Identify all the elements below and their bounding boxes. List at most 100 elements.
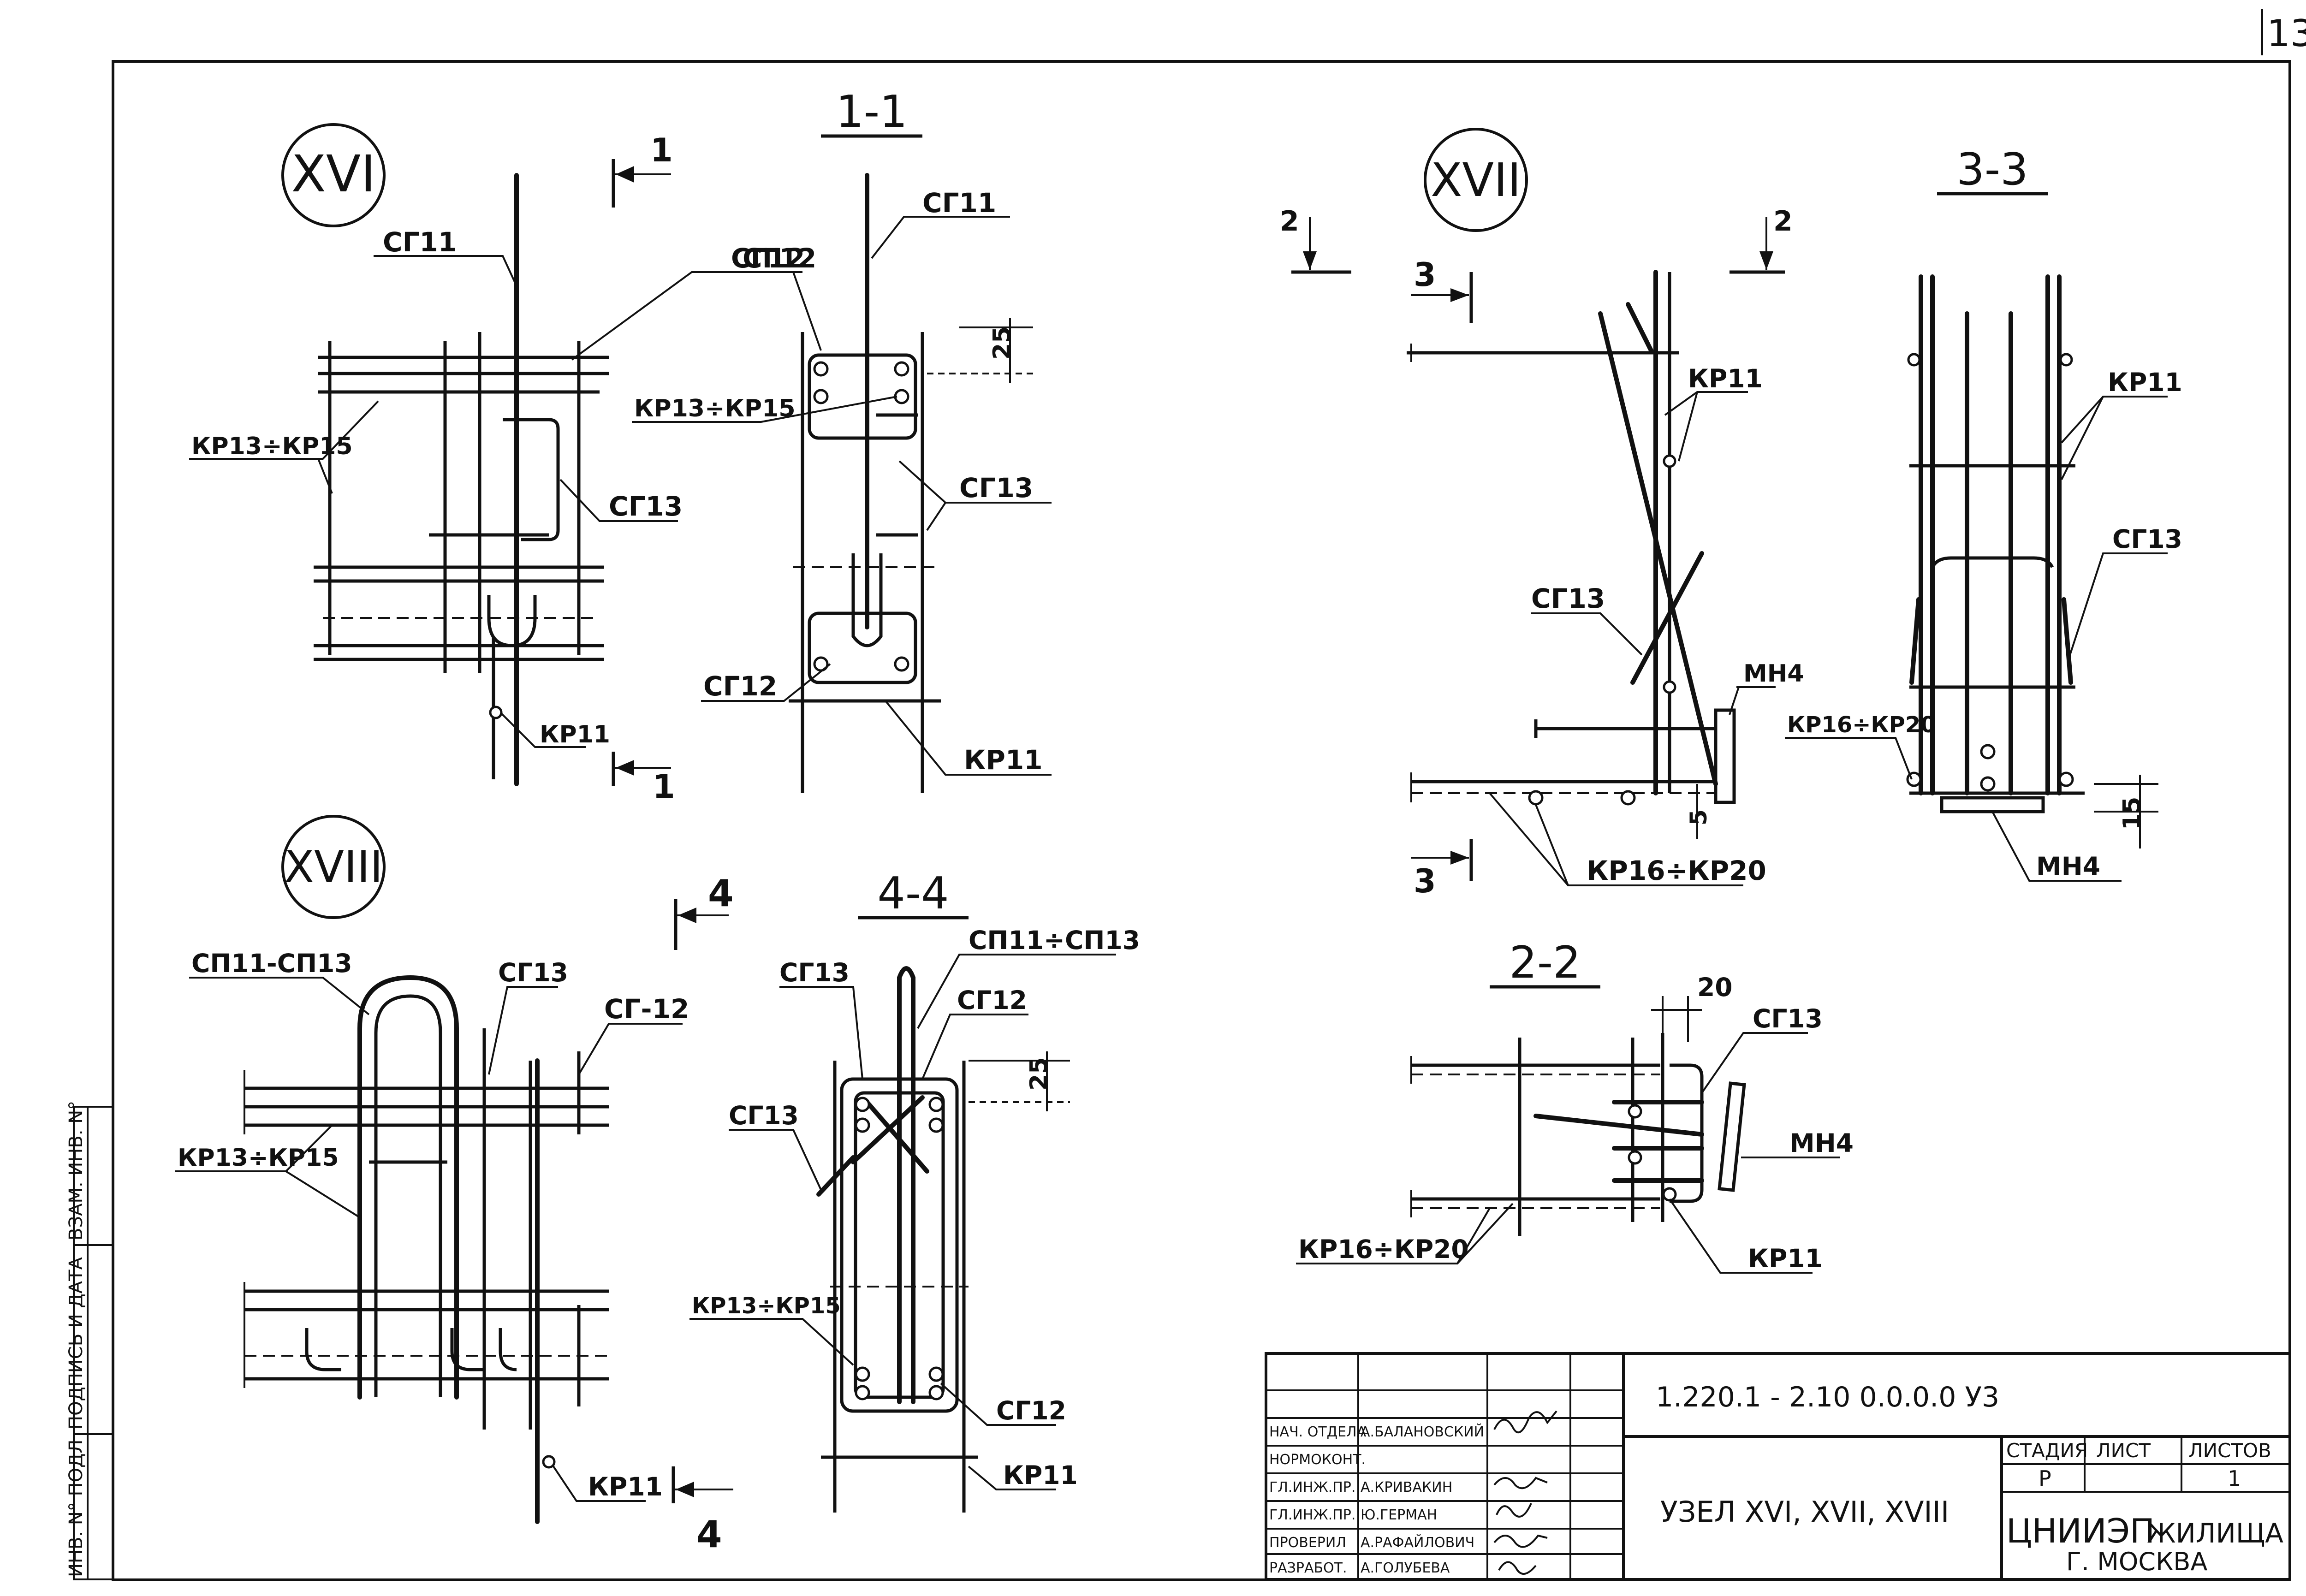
sign-role-4: ПРОВЕРИЛ [1269, 1535, 1346, 1551]
section-4-4-view: 4-4 25 СГ13 СП11÷СП13 СГ12 СГ13 К [689, 868, 1140, 1513]
node-xvii-mark: XVII [1431, 153, 1521, 207]
node-xvi-view: XVI 1 1 [189, 123, 805, 806]
svg-text:1: 1 [653, 768, 675, 806]
section-2-2-view: 2-2 20 СГ13 МН4 КР16÷КР20 КР11 [1296, 937, 1854, 1274]
node-xvii-view: XVII 2 2 3 3 [1280, 128, 1804, 900]
sign-role-5: РАЗРАБОТ. [1269, 1560, 1347, 1576]
margin-vzam-inv: ВЗАМ. ИНВ. N° [65, 1101, 87, 1240]
node-xvii-circle [1424, 128, 1528, 232]
node-xvi-label-cg11: СГ11 [383, 226, 457, 258]
sign-role-1: НОРМОКОНТ. [1269, 1452, 1366, 1468]
section-2-2-label-mn4: МН4 [1789, 1128, 1854, 1158]
node-xvi-label-kr11: КР11 [540, 721, 610, 748]
node-xviii-label-cg13: СГ13 [498, 958, 568, 987]
section-3-3-label-cg13: СГ13 [2112, 524, 2182, 554]
node-xviii-circle [281, 815, 386, 919]
stage-header: СТАДИЯ [2006, 1439, 2088, 1462]
node-xvii-label-cg13: СГ13 [1531, 583, 1605, 614]
sign-name-4: А.РАФАЙЛОВИЧ [1361, 1534, 1474, 1551]
node-xvii-label-mn4: МН4 [1743, 660, 1804, 688]
plate-mn4 [1714, 708, 1736, 804]
svg-text:3: 3 [1414, 256, 1436, 294]
node-xvii-dim: 5 [1685, 809, 1712, 825]
node-xviii-label-cg12: СГ-12 [604, 993, 689, 1025]
svg-text:4: 4 [708, 872, 734, 915]
margin-inv-podl: ИНВ. N° ПОДЛ [65, 1440, 87, 1577]
section-1-1-label-cg13: СГ13 [959, 472, 1033, 504]
section-3-3-label-kr11: КР11 [2108, 368, 2182, 397]
title-block: НАЧ. ОТДЕЛА А.БАЛАНОВСКИЙ НОРМОКОНТ. ГЛ.… [1265, 1352, 2291, 1581]
svg-text:4: 4 [696, 1513, 722, 1556]
sign-name-2: А.КРИВАКИН [1361, 1479, 1452, 1495]
cut-mark-3-top: 3 [1411, 256, 1473, 323]
stage-value: Р [2039, 1466, 2051, 1491]
section-3-3-view: 3-3 15 КР11 СГ13 КР16÷КР20 МН4 [1785, 144, 2182, 882]
section-4-4-label-kr11: КР11 [1003, 1460, 1078, 1490]
node-xviii-label-kr-range: КР13÷КР15 [178, 1144, 339, 1172]
node-xvi-circle [281, 123, 386, 227]
section-4-4-label-sp: СП11÷СП13 [969, 926, 1140, 955]
section-4-4-title: 4-4 [877, 868, 949, 919]
org-name-line2: ЖИЛИЩА [2147, 1518, 2283, 1549]
section-2-2-label-kr-range: КР16÷КР20 [1298, 1234, 1469, 1264]
sheet-number: 13 [2267, 12, 2306, 55]
section-3-3-label-mn4: МН4 [2036, 852, 2100, 881]
org-name-line1: ЦНИИЭП [2006, 1512, 2155, 1550]
svg-text:2: 2 [1773, 205, 1793, 237]
signature-marks [1493, 1410, 1557, 1575]
margin-stamp: ВЗАМ. ИНВ. N° ПОДПИСЬ И ДАТА ИНВ. N° ПОД… [65, 1101, 114, 1580]
sign-name-3: Ю.ГЕРМАН [1361, 1507, 1437, 1523]
section-1-1-label-kr11: КР11 [964, 744, 1043, 776]
node-xviii-view: XVIII 4 4 [175, 815, 734, 1556]
sheets-value: 1 [2228, 1466, 2241, 1491]
section-2-2-title: 2-2 [1509, 937, 1581, 988]
section-1-1-label-cg12-top: СГ12 [743, 243, 816, 274]
section-4-4-label-cg13-mid: СГ13 [729, 1101, 799, 1130]
sheet-frame [112, 60, 2291, 1581]
node-xvi-label-kr-range: КР13÷КР15 [191, 433, 353, 460]
node-xviii-label-kr11: КР11 [588, 1472, 663, 1501]
cut-mark-4-top: 4 [674, 872, 734, 950]
svg-text:1: 1 [650, 131, 673, 169]
sign-role-0: НАЧ. ОТДЕЛА [1269, 1424, 1367, 1440]
node-xvi-mark: XVI [291, 144, 375, 203]
node-xvii-label-kr-range: КР16÷КР20 [1587, 855, 1766, 886]
section-1-1-label-cg11: СГ11 [922, 187, 996, 219]
node-xvi-label-cg13: СГ13 [609, 491, 683, 522]
doc-title: УЗЕЛ XVI, XVII, XVIII [1660, 1495, 1949, 1529]
cut-mark-2-right: 2 [1730, 205, 1793, 274]
cut-mark-2-left: 2 [1280, 205, 1351, 274]
section-1-1-label-kr-range: КР13÷КР15 [634, 395, 796, 422]
svg-text:3: 3 [1414, 862, 1436, 900]
section-3-3-dim: 15 [2118, 797, 2146, 830]
section-2-2-dim: 20 [1697, 973, 1733, 1002]
node-xviii-mark: XVIII [284, 842, 383, 893]
doc-code: 1.220.1 - 2.10 0.0.0.0 У3 [1656, 1381, 1999, 1413]
sign-role-2: ГЛ.ИНЖ.ПР. [1269, 1479, 1355, 1495]
sign-name-5: А.ГОЛУБЕВА [1361, 1560, 1450, 1576]
margin-podpis-data: ПОДПИСЬ И ДАТА [65, 1257, 87, 1430]
sheet-header: ЛИСТ [2096, 1439, 2151, 1462]
cut-mark-1-top: 1 [612, 131, 673, 208]
node-xvi-label-cg12: СГ12 [731, 243, 805, 274]
cut-mark-3-bottom: 3 [1411, 839, 1473, 900]
sheets-header: ЛИСТОВ [2188, 1439, 2271, 1462]
sign-name-0: А.БАЛАНОВСКИЙ [1361, 1424, 1484, 1440]
section-1-1-label-cg12-bottom: СГ12 [703, 670, 777, 702]
section-1-1-view: 1-1 25 СГ11 СГ12 КР13÷КР15 СГ13 СГ12 [632, 87, 1052, 793]
section-4-4-label-cg12-bottom: СГ12 [996, 1396, 1066, 1425]
section-4-4-label-cg13-top: СГ13 [779, 958, 850, 987]
svg-text:2: 2 [1280, 205, 1299, 237]
plate-mn4-section [1718, 1081, 1746, 1192]
section-2-2-label-kr11: КР11 [1748, 1244, 1823, 1273]
cut-mark-1-bottom: 1 [612, 752, 675, 806]
sign-role-3: ГЛ.ИНЖ.ПР. [1269, 1507, 1355, 1523]
node-xvii-label-kr11: КР11 [1688, 364, 1763, 393]
section-4-4-dim: 25 [1025, 1057, 1053, 1091]
section-3-3-title: 3-3 [1956, 144, 2028, 195]
section-4-4-label-cg12-top: СГ12 [957, 985, 1027, 1015]
sheet-number-mark: 13 [2261, 9, 2306, 55]
section-3-3-label-kr-range: КР16÷КР20 [1787, 712, 1936, 738]
section-1-1-dim: 25 [988, 326, 1016, 360]
